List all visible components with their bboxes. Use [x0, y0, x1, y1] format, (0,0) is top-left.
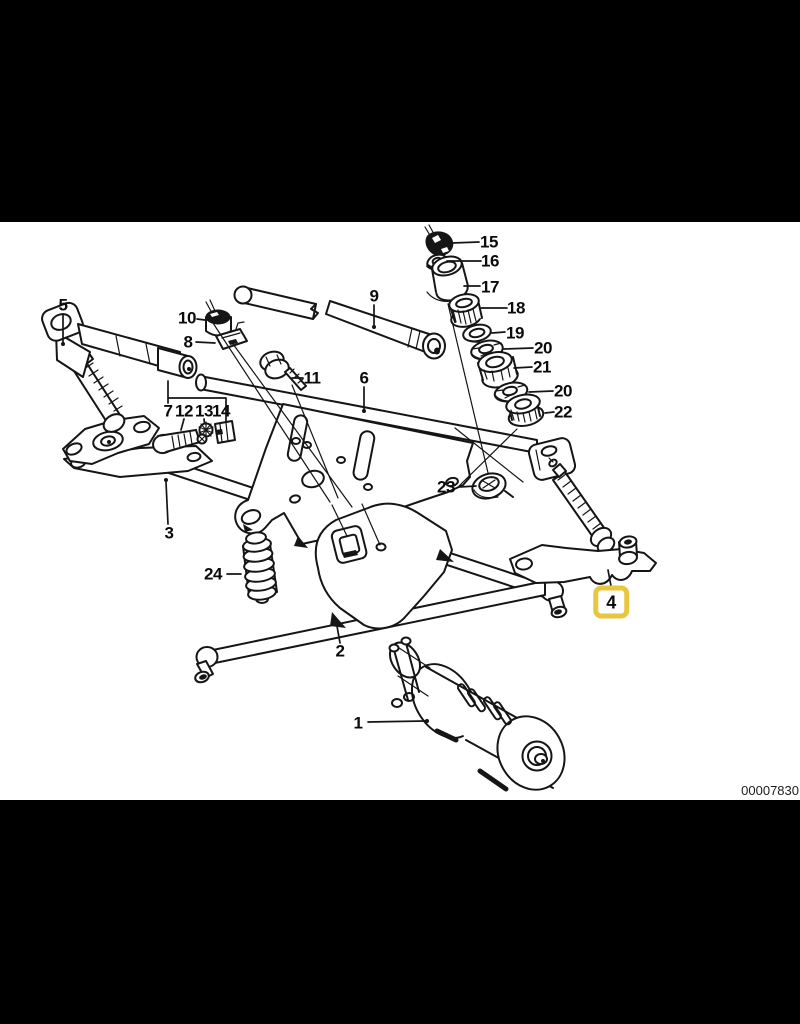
washer-19 [462, 323, 492, 343]
nut-15 [424, 224, 454, 257]
clip-14 [214, 420, 236, 444]
console-bracket-plate [234, 403, 474, 548]
grommet-23 [471, 472, 514, 500]
washer-13 [196, 421, 214, 445]
spring-24 [242, 531, 278, 604]
clip-8 [215, 321, 248, 350]
letterbox-bottom [0, 800, 800, 1024]
pivot-bracket-4 [509, 535, 657, 585]
exploded-diagram-drawing [41, 224, 657, 792]
right-pivot-spindle [548, 457, 616, 554]
leader-lines [61, 241, 612, 723]
watermark-code: 00007830 [741, 783, 799, 798]
nut-22 [505, 393, 545, 427]
assembly-lines [212, 303, 524, 508]
nut-10 [205, 299, 232, 337]
letterbox-top [0, 0, 800, 222]
bolt-11 [259, 350, 307, 391]
link-rod-9 [233, 285, 446, 360]
wiper-motor [388, 636, 566, 792]
bushing-18 [448, 293, 483, 328]
